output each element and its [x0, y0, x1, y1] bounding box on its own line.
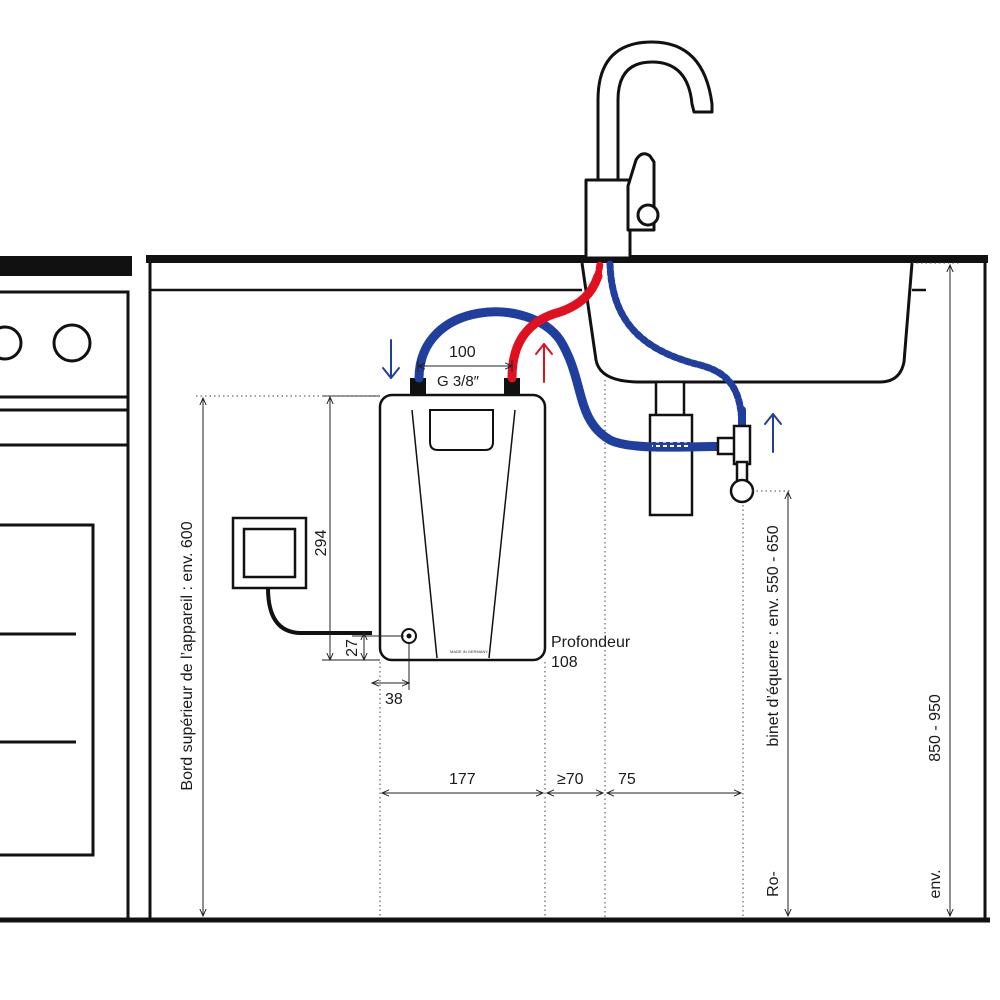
labels: 100 G 3/8″ 294 27 38 Profondeur 108 177 …	[179, 344, 944, 899]
angle-valve-body	[732, 424, 752, 466]
hot-connector	[504, 378, 520, 396]
label-angle-valve-prefix: Ro-	[765, 871, 782, 897]
oven-door	[0, 523, 95, 857]
heater-marking: MADE IN GERMANY	[450, 649, 488, 654]
dimensions	[196, 262, 960, 918]
hot-out-arrow-icon	[535, 343, 553, 383]
faucet-spout	[596, 40, 714, 182]
mixer-faucet	[584, 40, 714, 260]
faucet-lever-cap	[636, 203, 660, 227]
hot-outlet-hose	[507, 271, 603, 383]
stove-control-panel	[0, 290, 130, 399]
label-depth-value: 108	[551, 654, 578, 671]
hot-hose-hidden	[594, 260, 604, 280]
heater-bevel-line	[488, 409, 516, 659]
label-height: 294	[313, 530, 330, 557]
flow-arrows	[382, 339, 782, 453]
supply-arrow-icon	[764, 413, 782, 453]
cold-in-arrow-icon	[382, 339, 400, 379]
label-top-edge: Bord supérieur de l’appareil : env. 600	[179, 521, 196, 790]
angle-valve-handle	[729, 478, 755, 504]
label-dist-177: 177	[449, 771, 476, 788]
stove-knob-icon	[0, 325, 23, 361]
label-offset-vertical: 27	[344, 639, 361, 657]
drain-siphon	[648, 380, 694, 517]
faucet-body	[584, 178, 632, 260]
water-heater-body	[378, 393, 547, 662]
cold-connector	[410, 378, 426, 396]
control-box-inner	[242, 527, 297, 579]
heater-screw-center	[406, 633, 412, 639]
label-thread: G 3/8″	[437, 373, 480, 390]
water-heater-panel	[429, 409, 494, 451]
label-connection-spacing: 100	[449, 344, 476, 361]
control-box	[231, 516, 372, 635]
kitchen-cabinet	[146, 255, 988, 920]
stove	[0, 256, 132, 920]
cold-hose-hidden	[606, 260, 746, 434]
heater-bevel-line	[411, 409, 438, 659]
control-cable	[266, 587, 372, 635]
label-dist-70: ≥70	[557, 771, 584, 788]
stove-knob-icon	[52, 323, 92, 363]
label-counter-height: 850 - 950	[927, 694, 944, 762]
angle-valve	[716, 424, 755, 504]
label-depth: Profondeur	[551, 634, 631, 651]
stove-top-bar	[0, 256, 132, 276]
label-dist-75: 75	[618, 771, 636, 788]
drain-sleeve	[648, 413, 694, 517]
label-counter-height-prefix: env.	[927, 869, 944, 898]
label-offset-horizontal: 38	[385, 691, 403, 708]
countertop	[146, 255, 988, 263]
water-heater: MADE IN GERMANY	[378, 378, 547, 662]
label-angle-valve: binet d’équerre : env. 550 - 650	[765, 525, 782, 746]
